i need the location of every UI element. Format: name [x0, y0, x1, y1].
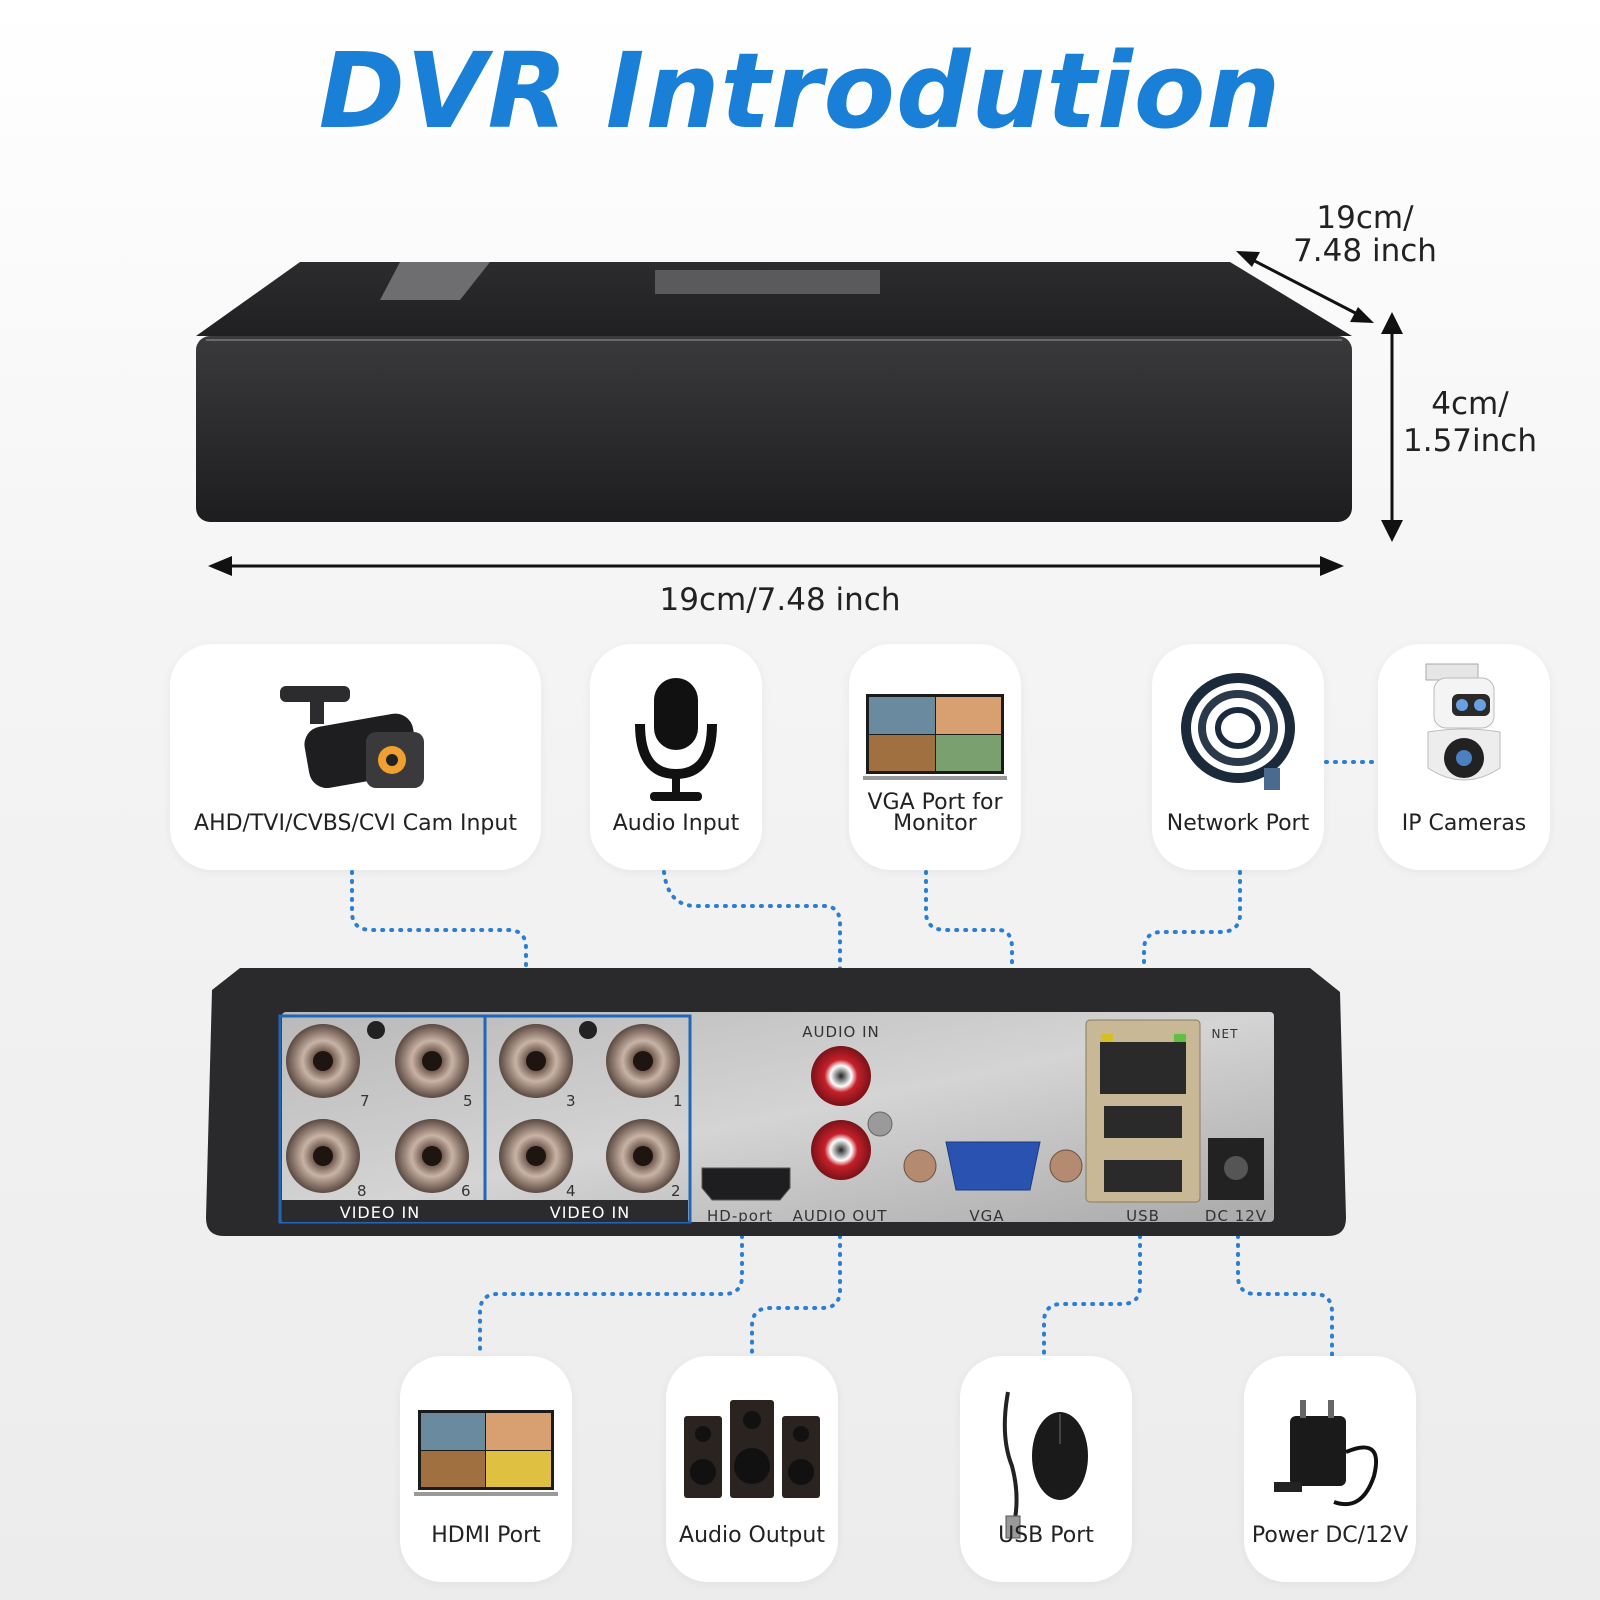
video-in-right-label: VIDEO IN — [550, 1203, 630, 1222]
vga-port[interactable] — [945, 1141, 1041, 1191]
bnc-number: 6 — [461, 1182, 472, 1200]
audio-in-jack[interactable] — [811, 1046, 871, 1106]
connector-vga — [924, 870, 1014, 1164]
ground-screw-icon — [867, 1111, 893, 1137]
connector-network — [1142, 870, 1242, 1064]
card-ip-cameras: IP Cameras — [1378, 644, 1550, 870]
card-power: Power DC/12V — [1244, 1356, 1416, 1582]
connector-audio-input — [662, 870, 842, 1062]
card-label: HDMI Port — [431, 1523, 541, 1548]
depth-dimension-line1: 19cm/ — [1316, 200, 1414, 236]
width-dimension: 19cm/7.48 inch — [659, 582, 901, 618]
height-dimension-line2: 1.57inch — [1403, 423, 1537, 459]
dvr-top-view — [196, 262, 1352, 522]
card-label: AHD/TVI/CVBS/CVI Cam Input — [194, 811, 517, 836]
card-label: VGA Port for Monitor — [867, 790, 1003, 836]
height-dimension-line1: 4cm/ — [1431, 386, 1509, 422]
bnc-number: 4 — [566, 1182, 577, 1200]
mouse-icon — [1002, 1391, 1088, 1539]
usb-port[interactable] — [1104, 1160, 1182, 1192]
bnc-connectors — [286, 1024, 680, 1193]
card-label: USB Port — [998, 1523, 1094, 1548]
connector-power — [1236, 1180, 1334, 1358]
connector-cam-input — [350, 870, 528, 1060]
card-cam-input: AHD/TVI/CVBS/CVI Cam Input — [170, 644, 541, 870]
bullet-camera-icon — [280, 686, 424, 789]
connector-usb — [1042, 1180, 1142, 1358]
bnc-number: 2 — [671, 1182, 682, 1200]
usb-label: USB — [1126, 1207, 1160, 1225]
audio-out-label: AUDIO OUT — [793, 1207, 888, 1225]
bnc-number: 7 — [360, 1092, 371, 1110]
card-hdmi: HDMI Port — [400, 1356, 572, 1582]
height-dimension: 4cm/ 1.57inch — [1392, 388, 1548, 458]
page-title: DVR Introdution — [318, 30, 1282, 152]
dvr-top-label-plate — [655, 270, 880, 294]
usb-port[interactable] — [1104, 1106, 1182, 1138]
card-label: Audio Output — [679, 1523, 825, 1548]
bnc-number: 3 — [566, 1092, 577, 1110]
ethernet-port[interactable] — [1100, 1042, 1186, 1094]
card-label: Power DC/12V — [1251, 1523, 1409, 1548]
dvr-top-surface — [196, 262, 1352, 336]
card-label: Network Port — [1166, 811, 1310, 836]
monitor-icon — [863, 694, 1007, 780]
ethernet-cable-icon — [1181, 673, 1295, 790]
video-in-left-label: VIDEO IN — [340, 1203, 420, 1222]
card-audio-output: Audio Output — [666, 1356, 838, 1582]
bnc-number: 8 — [357, 1182, 368, 1200]
dimension-arrows — [208, 251, 1403, 576]
microphone-icon — [635, 678, 717, 801]
card-audio-input: Audio Input — [590, 644, 762, 870]
connector-audio-output — [750, 1180, 842, 1358]
bnc-number: 5 — [463, 1092, 474, 1110]
screw-icon — [367, 1021, 385, 1039]
card-vga: VGA Port for Monitor — [849, 644, 1021, 870]
screw-icon — [579, 1021, 597, 1039]
vga-label: VGA — [969, 1207, 1004, 1225]
card-network: Network Port — [1152, 644, 1324, 870]
dvr-front-panel — [196, 336, 1352, 522]
card-usb: USB Port — [960, 1356, 1132, 1582]
audio-in-label: AUDIO IN — [802, 1023, 879, 1041]
net-label: NET — [1212, 1027, 1239, 1041]
bnc-number: 1 — [673, 1092, 684, 1110]
card-label: IP Cameras — [1401, 811, 1527, 836]
dc-label: DC 12V — [1205, 1207, 1267, 1225]
power-adapter-icon — [1274, 1400, 1379, 1507]
depth-dimension: 19cm/ 7.48 inch — [1270, 202, 1460, 268]
ptz-camera-icon — [1425, 663, 1501, 781]
audio-out-jack[interactable] — [811, 1120, 871, 1180]
speakers-icon — [684, 1400, 820, 1498]
card-label: Audio Input — [612, 811, 740, 836]
depth-dimension-line2: 7.48 inch — [1293, 233, 1437, 269]
hdmi-port[interactable] — [701, 1167, 791, 1201]
connector-hdmi — [478, 1180, 744, 1358]
tv-icon — [414, 1410, 558, 1496]
hd-port-label: HD-port — [707, 1207, 773, 1225]
